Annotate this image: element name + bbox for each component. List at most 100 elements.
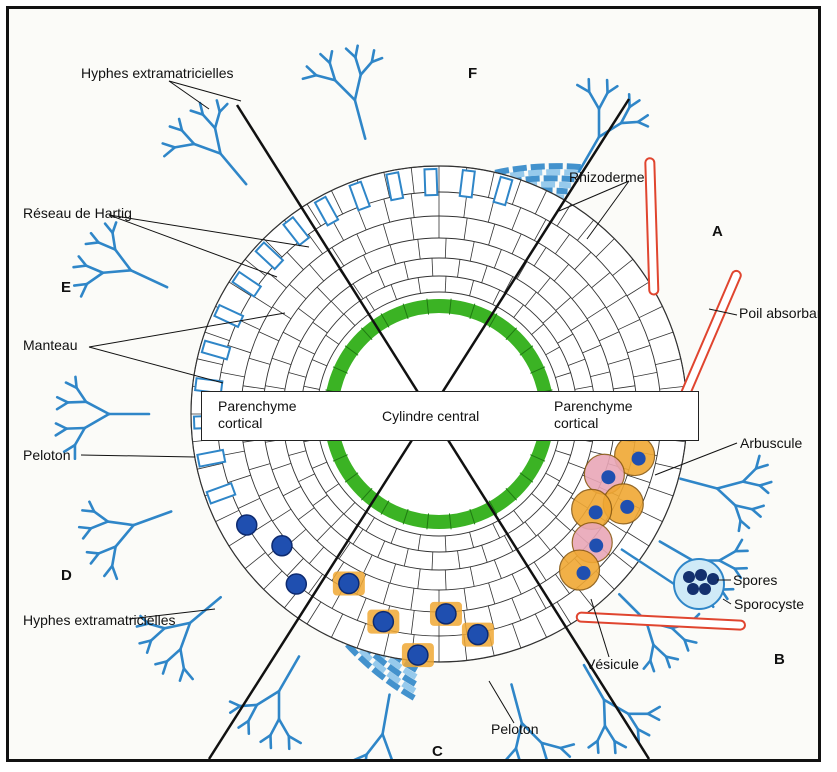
hypha — [346, 49, 355, 58]
hypha — [604, 700, 605, 726]
hypha — [644, 661, 651, 669]
cylindre-central-label: Cylindre central — [382, 408, 479, 425]
hypha — [112, 566, 117, 579]
hypha — [180, 623, 190, 649]
hyphes-extramatricielles-top-label: Hyphes extramatricielles — [81, 65, 234, 81]
sporocyst — [621, 549, 724, 609]
arbuscule-label: Arbuscule — [740, 435, 802, 451]
hypha — [57, 397, 68, 402]
root-hair-fill — [650, 163, 654, 290]
hypha — [648, 707, 660, 714]
hypha — [85, 414, 109, 428]
hartig-cell — [460, 170, 475, 197]
hypha — [648, 714, 659, 720]
hypha — [87, 273, 103, 284]
hypha — [215, 112, 220, 128]
hypha — [760, 486, 768, 493]
hypha — [103, 270, 131, 272]
leader-line — [169, 81, 209, 109]
peloton — [408, 645, 428, 665]
hypha — [203, 115, 215, 129]
root-hair-fill — [581, 617, 740, 625]
hypha — [330, 51, 332, 63]
hypha — [752, 506, 764, 510]
hartig-cell — [424, 169, 437, 195]
hypha — [542, 743, 561, 748]
hypha — [505, 748, 516, 761]
hypha — [638, 115, 648, 122]
hypha — [67, 428, 85, 429]
leader-line — [81, 455, 195, 457]
hypha — [608, 86, 618, 93]
hypha — [542, 743, 547, 760]
hypha — [104, 566, 112, 576]
rhizoderme-label: Rhizoderme — [569, 169, 644, 185]
sporocyst — [674, 559, 724, 609]
arbuscule-core — [620, 500, 634, 514]
manteau-label: Manteau — [23, 337, 77, 353]
arbuscule-core — [601, 470, 615, 484]
hypha — [94, 512, 108, 522]
hypha — [279, 656, 299, 691]
hypha — [615, 741, 626, 747]
hypha — [75, 428, 85, 445]
parenchyme-left-line1: Parenchyme — [218, 398, 297, 415]
hypha — [650, 661, 654, 672]
hypha — [717, 482, 743, 489]
hypha — [86, 402, 109, 414]
hypha — [340, 761, 351, 762]
hypha — [579, 137, 599, 172]
hypha — [79, 256, 86, 265]
hypha — [320, 54, 329, 63]
hypha — [164, 147, 175, 156]
spore — [683, 571, 695, 583]
hypha — [230, 702, 240, 706]
hypha — [355, 75, 361, 100]
hypha — [131, 270, 167, 287]
hypha — [163, 143, 175, 147]
hypha — [615, 741, 616, 753]
hypha — [83, 528, 91, 538]
leader-line — [591, 599, 609, 657]
peloton — [286, 574, 306, 594]
hypha — [194, 144, 220, 154]
hypha — [589, 741, 598, 747]
hypha — [390, 760, 393, 762]
hypha — [182, 130, 194, 144]
hypha — [660, 542, 693, 561]
leader-line — [489, 681, 514, 723]
hyphes-extramatricielles-bottom-label: Hyphes extramatricielles — [23, 612, 176, 628]
poil-absorbant-label: Poil absorbant — [739, 305, 821, 321]
hypha — [752, 509, 760, 516]
peloton — [436, 604, 456, 624]
tissue-label-band: Parenchyme cortical Cylindre central Par… — [201, 391, 699, 441]
peloton — [339, 574, 359, 594]
hypha — [735, 505, 752, 509]
spore — [687, 583, 699, 595]
hypha — [351, 755, 366, 762]
hypha — [621, 122, 638, 123]
peloton — [272, 536, 292, 556]
hypha — [383, 734, 393, 760]
hypha — [717, 489, 735, 506]
spore — [699, 583, 711, 595]
hypha — [75, 377, 76, 388]
spore — [695, 569, 707, 581]
figure-frame: Parenchyme cortical Cylindre central Par… — [6, 6, 821, 762]
hypha — [383, 695, 390, 734]
hypha — [739, 521, 741, 531]
hypha — [68, 402, 86, 403]
hypha — [180, 649, 183, 668]
spore — [707, 573, 719, 585]
vesicule-label: Vésicule — [586, 656, 639, 672]
hypha — [167, 649, 181, 661]
hypha — [184, 669, 193, 680]
hypha — [361, 62, 372, 75]
hypha — [719, 551, 735, 560]
hypha — [335, 80, 355, 100]
hypha — [112, 547, 115, 566]
hypha — [638, 729, 649, 735]
root-cross-section-diagram — [9, 9, 821, 762]
arbuscule-core — [577, 566, 591, 580]
parenchyme-left-label: Parenchyme cortical — [218, 398, 297, 432]
